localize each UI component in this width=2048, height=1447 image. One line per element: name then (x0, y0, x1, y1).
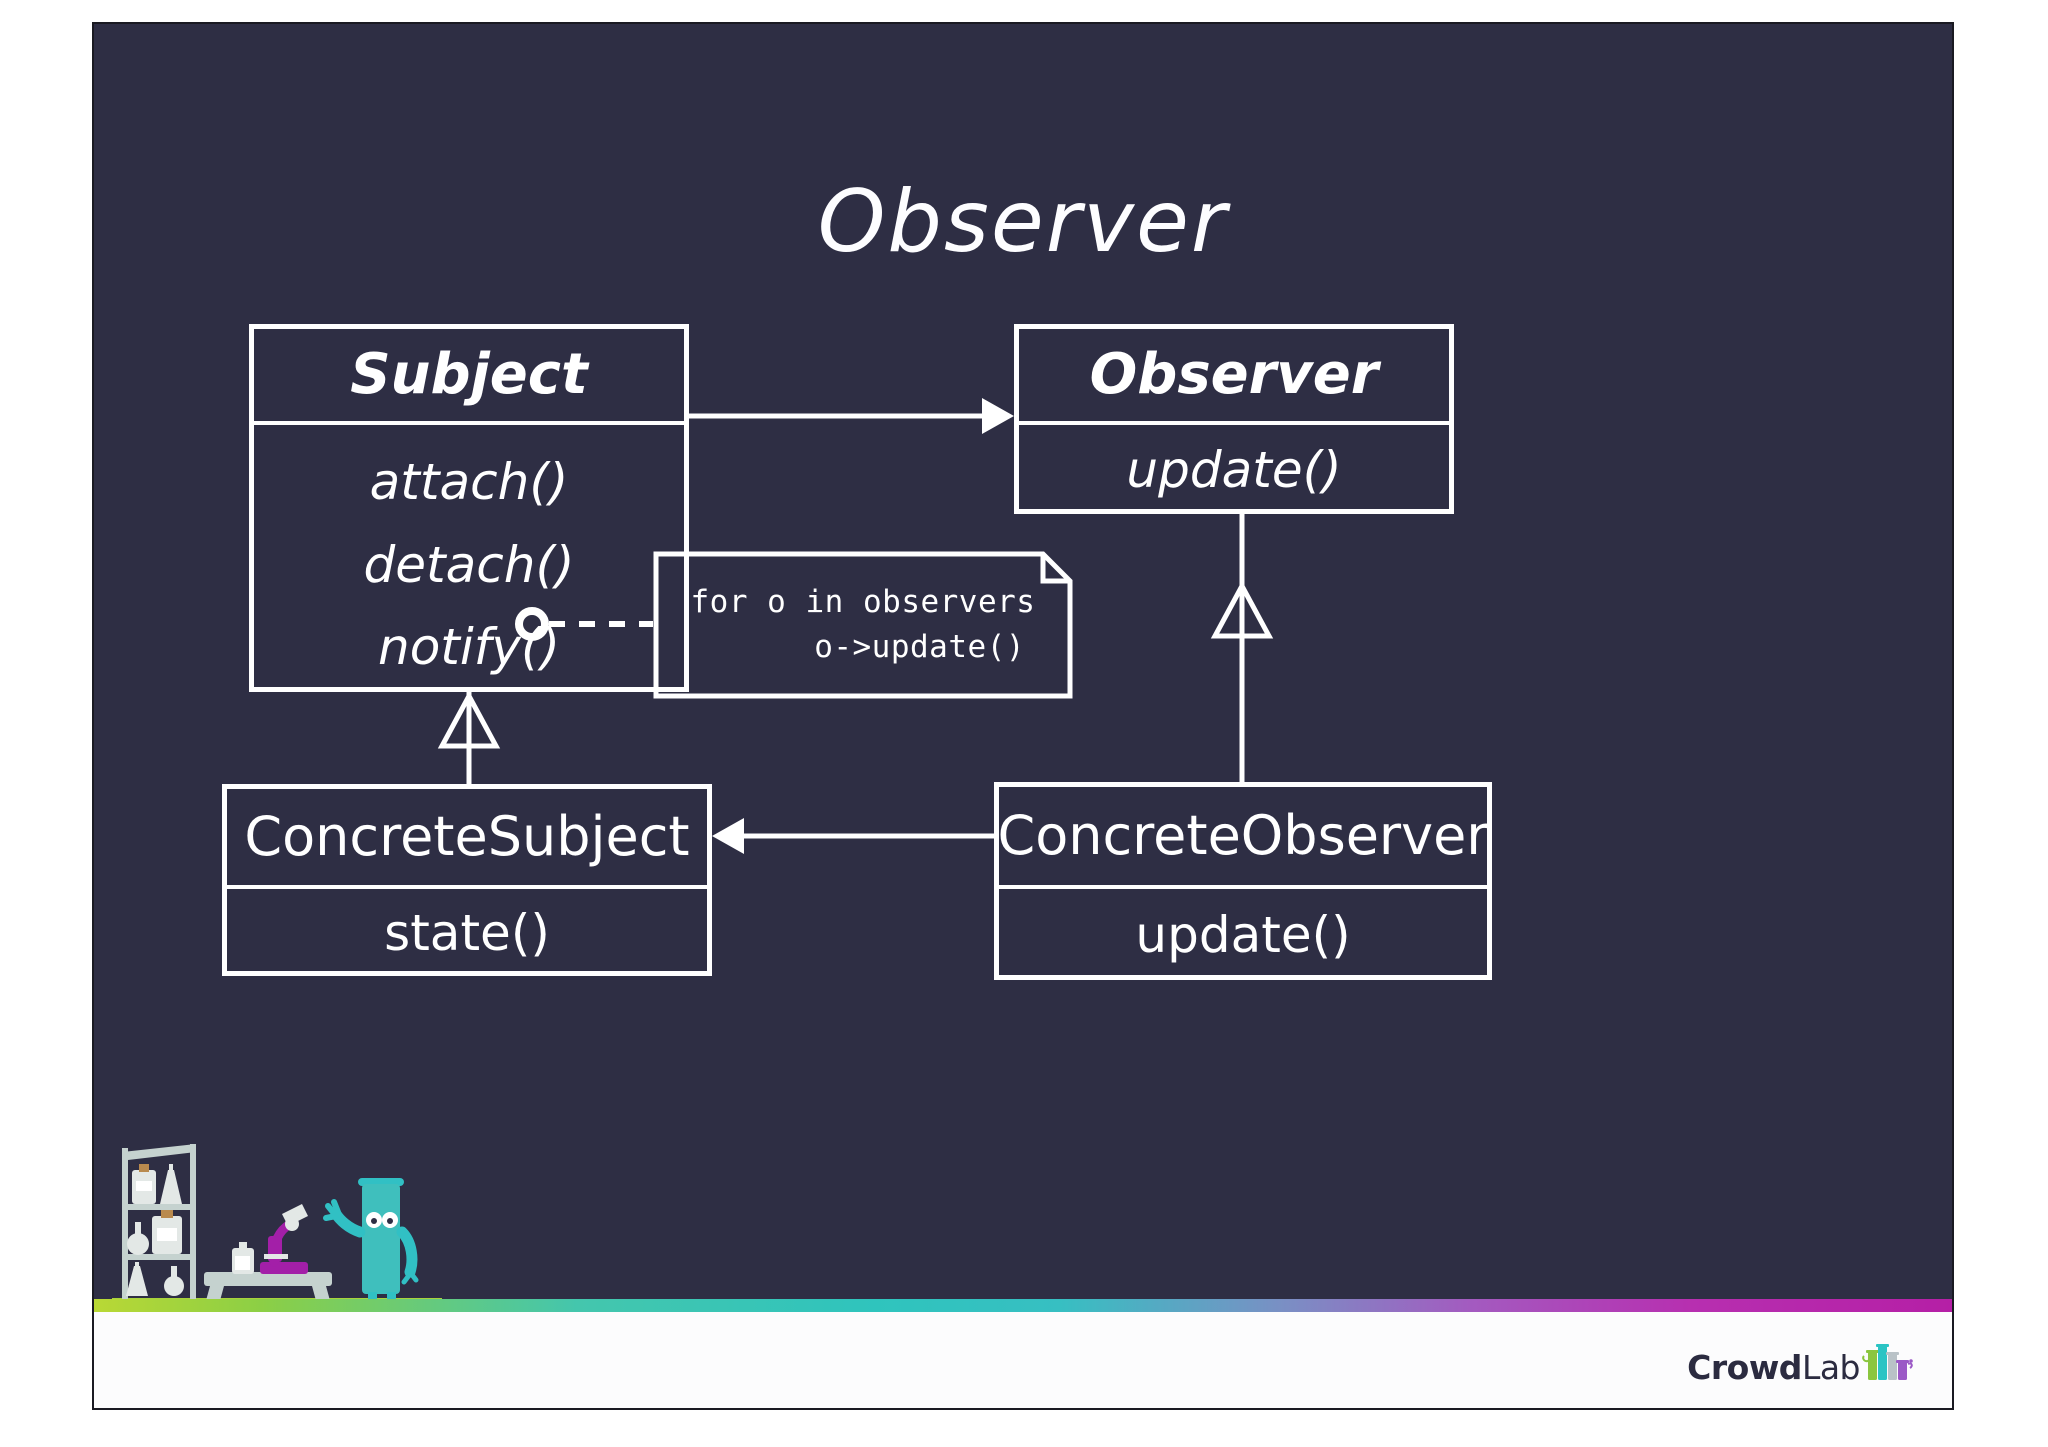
uml-class-concreteobserver-name: ConcreteObserver (998, 787, 1489, 889)
uml-member-update: update() (1126, 440, 1342, 499)
presentation-slide: Observer Subject attach() detach() notif… (92, 22, 1954, 1410)
uml-class-observer-members: update() (1019, 425, 1449, 515)
uml-class-observer[interactable]: Observer update() (1014, 324, 1454, 514)
uml-note-text: for o in observers o->update() (653, 551, 1073, 699)
test-tubes-icon (1862, 1344, 1913, 1380)
uml-class-concretesubject-members: state() (227, 889, 707, 977)
crowdlab-logo[interactable]: CrowdLab (1687, 1344, 1914, 1384)
uml-class-concreteobserver-members: update() (999, 889, 1487, 981)
uml-class-concretesubject[interactable]: ConcreteSubject state() (222, 784, 712, 976)
relation-subject-to-observer (689, 398, 1014, 434)
uml-member-detach: detach() (363, 535, 575, 594)
note-shape-icon (653, 551, 1073, 699)
uml-member-notify: notify() (378, 618, 560, 677)
uml-member-state: state() (384, 903, 550, 962)
page-title: Observer (817, 172, 1229, 272)
logo-secondary-text: Lab (1801, 1348, 1861, 1387)
uml-class-subject-name: Subject (254, 329, 684, 425)
uml-class-concreteobserver[interactable]: ConcreteObserver update() (994, 782, 1492, 980)
shelf-icon (122, 1144, 196, 1304)
uml-class-concretesubject-name: ConcreteSubject (227, 789, 707, 889)
uml-note[interactable]: for o in observers o->update() (653, 551, 1073, 699)
uml-class-subject-members: attach() detach() notify() (254, 425, 684, 699)
uml-class-observer-name: Observer (1019, 329, 1449, 425)
uml-member-attach: attach() (369, 453, 569, 512)
uml-note-line-2: o->update() (814, 629, 1025, 665)
relation-concreteobserver-to-observer (1210, 514, 1274, 782)
crowdlab-logo-text: CrowdLab (1687, 1351, 1860, 1384)
uml-member-update-concrete: update() (1135, 905, 1351, 964)
logo-primary-text: Crowd (1687, 1348, 1802, 1387)
microscope-icon (260, 1204, 308, 1274)
slide-canvas: Observer Subject attach() detach() notif… (94, 24, 1952, 1316)
lab-scene-illustration (112, 1144, 442, 1316)
robot-mascot-icon (323, 1178, 419, 1316)
relation-concreteobserver-to-concretesubject (712, 818, 994, 854)
relation-concretesubject-to-subject (437, 690, 501, 784)
brand-gradient-strip (94, 1299, 1952, 1316)
uml-class-subject[interactable]: Subject attach() detach() notify() (249, 324, 689, 692)
flask-icon (232, 1242, 254, 1274)
slide-footer: CrowdLab (94, 1312, 1952, 1408)
uml-note-line-1: for o in observers (690, 584, 1036, 621)
